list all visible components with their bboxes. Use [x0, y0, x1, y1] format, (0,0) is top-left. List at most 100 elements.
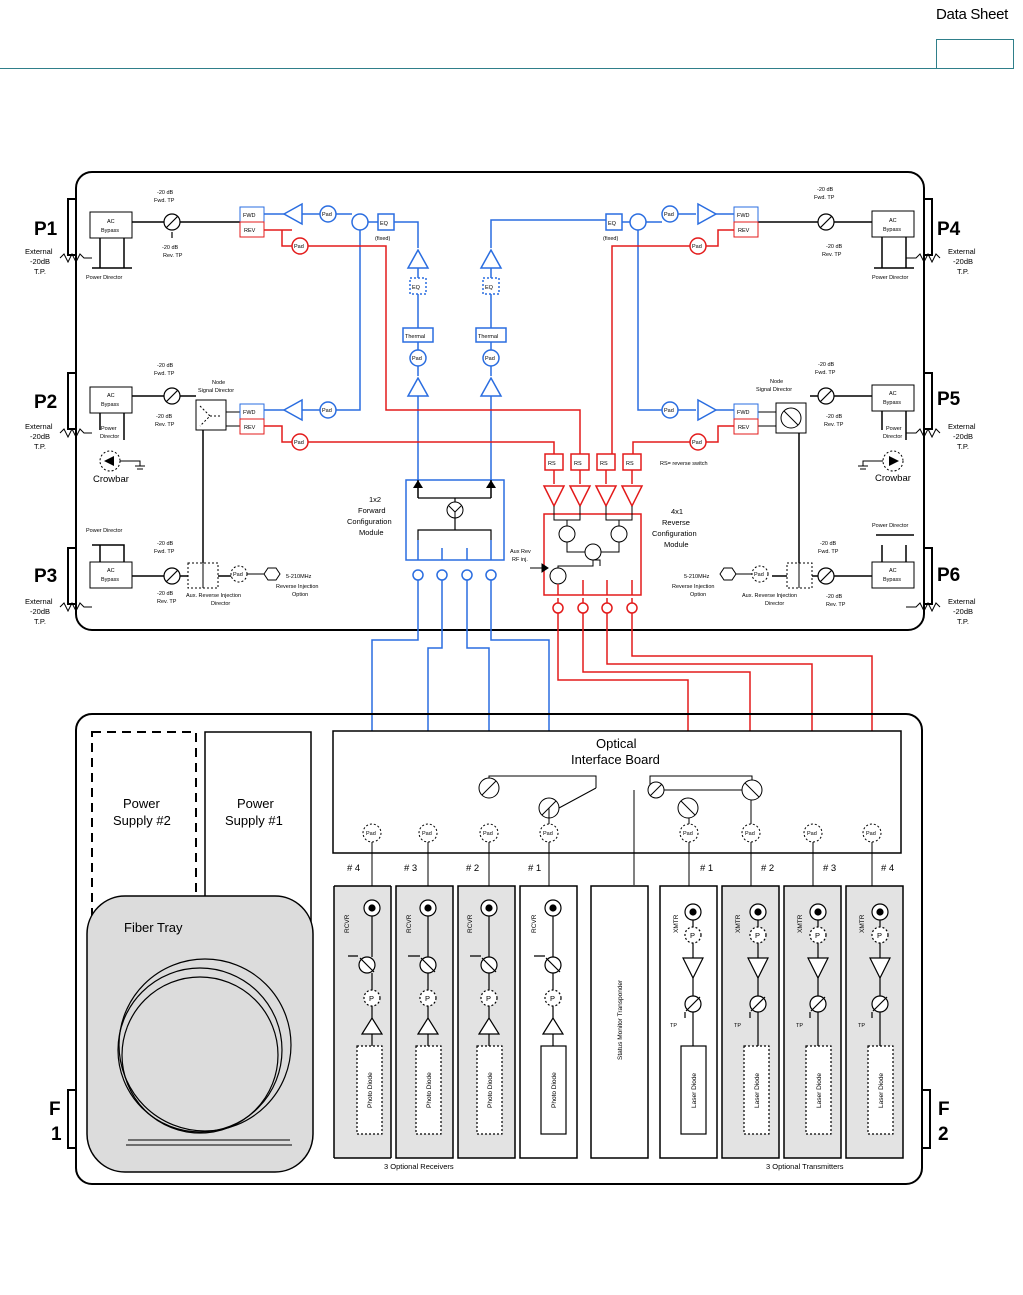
header-tab — [936, 39, 1014, 68]
svg-text:FWD: FWD — [243, 410, 256, 416]
svg-text:Laser Diode: Laser Diode — [754, 1073, 761, 1108]
svg-text:FWD: FWD — [243, 213, 256, 219]
fiber-port-tabs — [67, 1089, 931, 1149]
svg-text:Pad: Pad — [294, 244, 304, 250]
svg-text:EQ: EQ — [485, 285, 494, 291]
svg-text:# 3: # 3 — [823, 863, 836, 874]
svg-text:Reverse Injection: Reverse Injection — [672, 584, 715, 590]
svg-text:-20 dB: -20 dB — [162, 245, 179, 251]
crowbar-left: Crowbar — [93, 450, 145, 485]
svg-text:Bypass: Bypass — [101, 577, 119, 583]
svg-text:Photo Diode: Photo Diode — [487, 1072, 494, 1108]
svg-text:4x1: 4x1 — [671, 507, 683, 516]
svg-text:Node: Node — [212, 380, 225, 386]
svg-text:# 1: # 1 — [528, 863, 541, 874]
svg-text:Power: Power — [123, 796, 161, 811]
tp-resistors — [59, 252, 941, 613]
svg-text:-20 dB: -20 dB — [157, 541, 174, 547]
svg-text:Configuration: Configuration — [652, 529, 697, 538]
svg-text:Rev. TP: Rev. TP — [155, 422, 175, 428]
svg-text:Bypass: Bypass — [883, 227, 901, 233]
svg-text:TP: TP — [734, 1023, 741, 1029]
card-labels: RCVR RCVR RCVR RCVR XMTR XMTR XMTR XMTR … — [344, 914, 885, 1108]
svg-text:Pad: Pad — [422, 831, 432, 837]
reverse-config-module: Aux Rev RF inj. 4x1 Reverse Configuratio… — [510, 506, 697, 614]
svg-text:RF inj.: RF inj. — [512, 557, 528, 563]
svg-text:Signal Director: Signal Director — [198, 388, 234, 394]
port-label-p4: P4 — [937, 219, 961, 240]
svg-text:Pad: Pad — [754, 572, 764, 578]
svg-text:External: External — [25, 422, 53, 431]
power-director-p3: Power Director — [86, 528, 123, 534]
internal-test-points — [163, 213, 835, 585]
port-label-p5: P5 — [937, 389, 961, 410]
svg-text:Fwd. TP: Fwd. TP — [815, 370, 836, 376]
svg-text:Bypass: Bypass — [883, 400, 901, 406]
svg-text:REV: REV — [738, 228, 750, 234]
svg-text:Fwd. TP: Fwd. TP — [154, 198, 175, 204]
power-director-p6: Power Director — [872, 523, 909, 529]
data-sheet-title: Data Sheet — [936, 6, 1009, 23]
svg-text:T.P.: T.P. — [957, 442, 969, 451]
aux-rev-inj-director-left: Pad Aux. Reverse Injection Director 5-21… — [186, 562, 319, 607]
svg-text:RCVR: RCVR — [406, 914, 413, 933]
svg-text:FWD: FWD — [737, 410, 750, 416]
node-signal-director-left: Node Signal Director — [195, 380, 234, 431]
svg-text:P: P — [690, 931, 695, 940]
svg-text:Status Monitor Transponder: Status Monitor Transponder — [617, 979, 624, 1060]
reverse-part-labels: Pad Pad Pad Pad RS RS RS RS RS= reverse … — [294, 244, 708, 467]
svg-text:RS: RS — [626, 461, 634, 467]
svg-text:Reverse Injection: Reverse Injection — [276, 584, 319, 590]
port-label-f1-a: F — [49, 1099, 61, 1120]
svg-text:-20 dB: -20 dB — [157, 363, 174, 369]
card-tp-labels: TP TP TP TP — [670, 1023, 865, 1029]
svg-text:T.P.: T.P. — [34, 617, 46, 626]
svg-text:Supply #1: Supply #1 — [225, 813, 283, 828]
svg-text:(fixed): (fixed) — [603, 236, 618, 242]
svg-text:-20dB: -20dB — [953, 607, 973, 616]
svg-text:-20dB: -20dB — [953, 432, 973, 441]
svg-text:Bypass: Bypass — [101, 402, 119, 408]
power-director-p5-b: Director — [883, 434, 902, 440]
port-label-p3: P3 — [34, 566, 57, 587]
svg-text:Supply #2: Supply #2 — [113, 813, 171, 828]
svg-text:5-210MHz: 5-210MHz — [684, 574, 710, 580]
svg-text:-20 dB: -20 dB — [156, 414, 173, 420]
svg-text:# 4: # 4 — [881, 863, 894, 874]
svg-text:Pad: Pad — [692, 440, 702, 446]
svg-text:Optical: Optical — [596, 736, 637, 751]
svg-text:# 2: # 2 — [761, 863, 774, 874]
svg-text:External: External — [25, 247, 53, 256]
svg-text:RCVR: RCVR — [467, 914, 474, 933]
svg-text:TP: TP — [796, 1023, 803, 1029]
crowbar-right: Crowbar — [858, 450, 911, 484]
svg-text:EQ: EQ — [380, 221, 389, 227]
svg-text:# 3: # 3 — [404, 863, 417, 874]
svg-text:Power: Power — [237, 796, 275, 811]
svg-text:AC: AC — [107, 219, 115, 225]
svg-text:Pad: Pad — [294, 440, 304, 446]
test-point-labels: -20 dB Fwd. TP -20 dB Rev. TP -20 dB Fwd. T… — [154, 187, 846, 608]
transmitter-cards-internals — [680, 903, 894, 1135]
svg-text:AC: AC — [107, 393, 115, 399]
svg-text:Pad: Pad — [866, 831, 876, 837]
svg-text:REV: REV — [738, 425, 750, 431]
svg-text:Pad: Pad — [664, 408, 674, 414]
svg-text:Fwd. TP: Fwd. TP — [814, 195, 835, 201]
svg-text:1x2: 1x2 — [369, 495, 381, 504]
svg-text:AC: AC — [107, 568, 115, 574]
svg-text:TP: TP — [670, 1023, 677, 1029]
svg-text:Node: Node — [770, 379, 783, 385]
svg-text:XMTR: XMTR — [673, 914, 680, 933]
svg-text:T.P.: T.P. — [34, 442, 46, 451]
svg-text:Pad: Pad — [807, 831, 817, 837]
svg-text:Bypass: Bypass — [883, 577, 901, 583]
svg-text:P: P — [755, 931, 760, 940]
svg-text:-20 dB: -20 dB — [820, 541, 837, 547]
port-label-p1: P1 — [34, 219, 58, 240]
